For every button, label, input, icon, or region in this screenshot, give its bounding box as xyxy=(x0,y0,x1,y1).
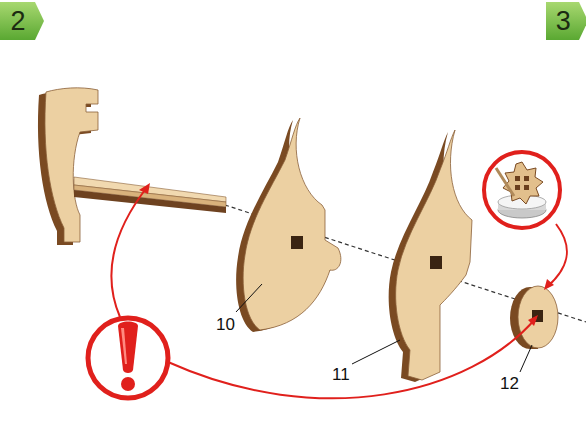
step-tab-shape xyxy=(0,2,44,40)
arrow-head xyxy=(139,183,150,194)
red-pointer xyxy=(111,186,148,317)
callout-number: 11 xyxy=(332,366,350,383)
wooden-part xyxy=(243,118,341,330)
glue-callout xyxy=(515,185,520,190)
wooden-part xyxy=(236,118,341,332)
glue-callout xyxy=(496,168,514,196)
leader-line xyxy=(236,284,262,312)
glue-callout xyxy=(524,176,529,181)
step-number: 3 xyxy=(546,2,580,40)
callout-number: 12 xyxy=(500,375,519,392)
wooden-part xyxy=(389,130,472,382)
wooden-part xyxy=(396,130,472,380)
glue-callout xyxy=(515,176,520,181)
warning-icon xyxy=(88,318,168,398)
glue-callout xyxy=(484,152,560,228)
step-number: 2 xyxy=(0,2,36,40)
warning-icon xyxy=(88,318,168,398)
warning-icon xyxy=(121,328,127,364)
leader-line xyxy=(520,345,532,372)
frame-part xyxy=(74,190,226,213)
step-tab: 2 xyxy=(0,2,44,40)
step-tab-shape xyxy=(546,2,586,40)
callout-number: 10 xyxy=(216,316,235,333)
wooden-part xyxy=(430,256,442,269)
wooden-part xyxy=(291,236,303,249)
frame-part xyxy=(45,88,98,242)
warning-icon xyxy=(118,322,138,374)
arrow-head xyxy=(528,315,538,326)
wheel-part xyxy=(510,286,558,349)
glue-callout xyxy=(524,185,529,190)
wheel-part xyxy=(518,286,558,348)
glue-callout xyxy=(503,162,543,204)
warning-icon xyxy=(121,377,135,391)
step-tab: 3 xyxy=(546,2,586,40)
red-pointer xyxy=(548,224,567,286)
frame-part xyxy=(38,88,226,245)
leader-line xyxy=(352,340,400,364)
arrow-head xyxy=(544,279,554,290)
glue-callout xyxy=(484,152,560,228)
